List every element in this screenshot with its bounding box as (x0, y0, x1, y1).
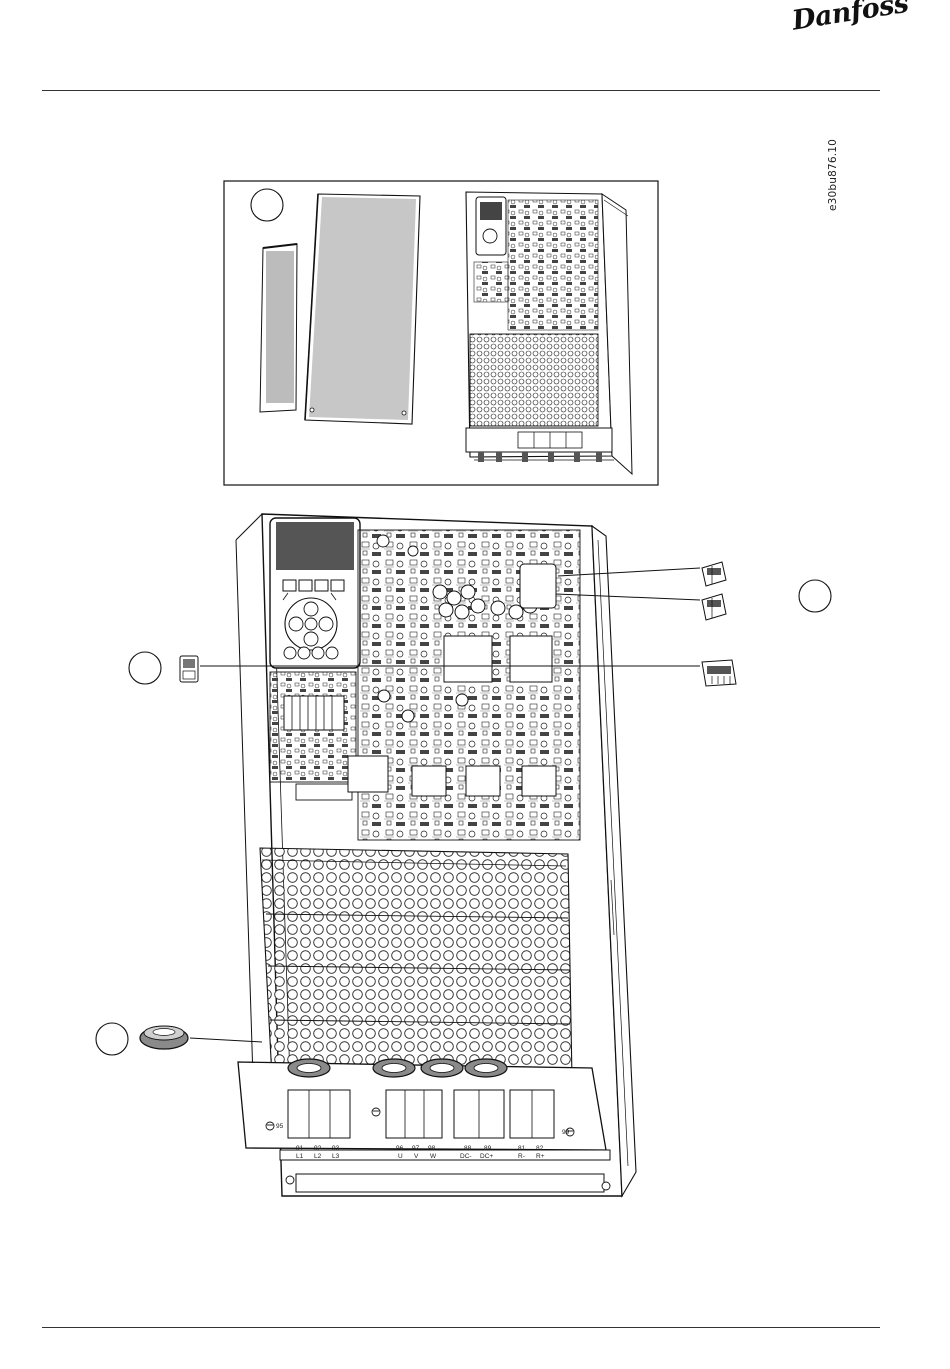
terminal-label: 81 (518, 1145, 526, 1152)
terminal-label: DC- (460, 1153, 472, 1160)
terminal-label: R+ (536, 1153, 545, 1160)
terminal-label: 98 (428, 1145, 436, 1152)
terminal-label: 96 (396, 1145, 404, 1152)
terminal-label: 82 (536, 1145, 544, 1152)
terminal-label: L3 (332, 1153, 340, 1160)
terminal-label: V (414, 1153, 419, 1160)
top-figure (224, 181, 658, 485)
terminal-label: 91 (296, 1145, 304, 1152)
cable-grommet-icon (140, 1026, 188, 1049)
terminal-label: 92 (314, 1145, 322, 1152)
terminal-label: 97 (412, 1145, 420, 1152)
main-figure: 95 99 91 L1 92 L2 93 L3 96 U 97 V 98 W 8… (190, 514, 700, 1196)
terminal-label: 95 (276, 1123, 284, 1130)
callout-2 (129, 652, 161, 684)
terminal-label: 88 (464, 1145, 472, 1152)
callout-3 (799, 580, 831, 612)
control-connector-icon (180, 656, 198, 682)
terminal-label: DC+ (480, 1153, 493, 1160)
footer-rule (42, 1327, 880, 1328)
terminal-label: L1 (296, 1153, 304, 1160)
spring-connector-icon (702, 660, 736, 686)
callout-4 (96, 1023, 128, 1055)
relay-connector-icon-top (702, 562, 726, 586)
terminal-label: R- (518, 1153, 525, 1160)
terminal-label: 89 (484, 1145, 492, 1152)
relay-connector-icon-bottom (702, 594, 726, 620)
terminal-label: 93 (332, 1145, 340, 1152)
callout-1 (251, 189, 283, 221)
terminal-label: L2 (314, 1153, 322, 1160)
terminal-label: U (398, 1153, 403, 1160)
terminal-label: W (430, 1153, 437, 1160)
